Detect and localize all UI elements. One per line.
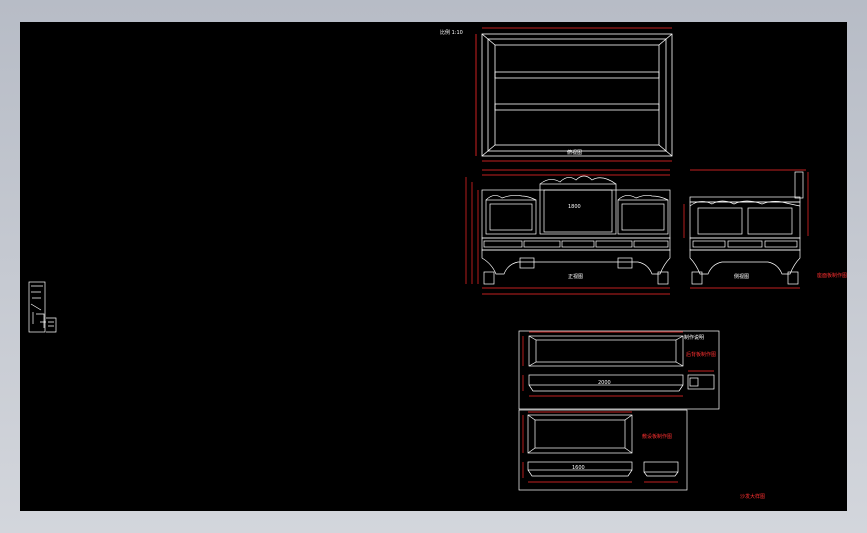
drawing-canvas[interactable]: 比例 1:10 俯视图 正视图 侧视图 1800 座面板制作图 后背板制作图 敷… — [20, 22, 847, 511]
front-view — [465, 169, 671, 295]
red-note-1: 座面板制作图 — [817, 273, 848, 279]
front-view-caption: 正视图 — [568, 274, 584, 280]
top-view-caption: 俯视图 — [567, 150, 583, 156]
side-view-caption: 侧视图 — [734, 274, 750, 280]
center-mark: 1800 — [568, 204, 581, 210]
small-bottom-dim: 1600 — [572, 465, 585, 471]
left-detail-sketch — [28, 281, 57, 333]
back-panel-sheet — [518, 409, 688, 491]
red-note-4: 制作说明 — [684, 335, 705, 341]
red-note-3: 敷设板制作图 — [642, 434, 673, 440]
side-view — [683, 169, 809, 289]
seat-panel-sheet — [518, 330, 720, 410]
corner-note: 沙发大样图 — [740, 494, 766, 500]
small-top-dim: 2000 — [598, 380, 611, 386]
red-note-2: 后背板制作图 — [686, 352, 717, 358]
cad-drawing — [28, 27, 809, 491]
top-view — [475, 27, 673, 162]
scale-note: 比例 1:10 — [440, 30, 463, 36]
